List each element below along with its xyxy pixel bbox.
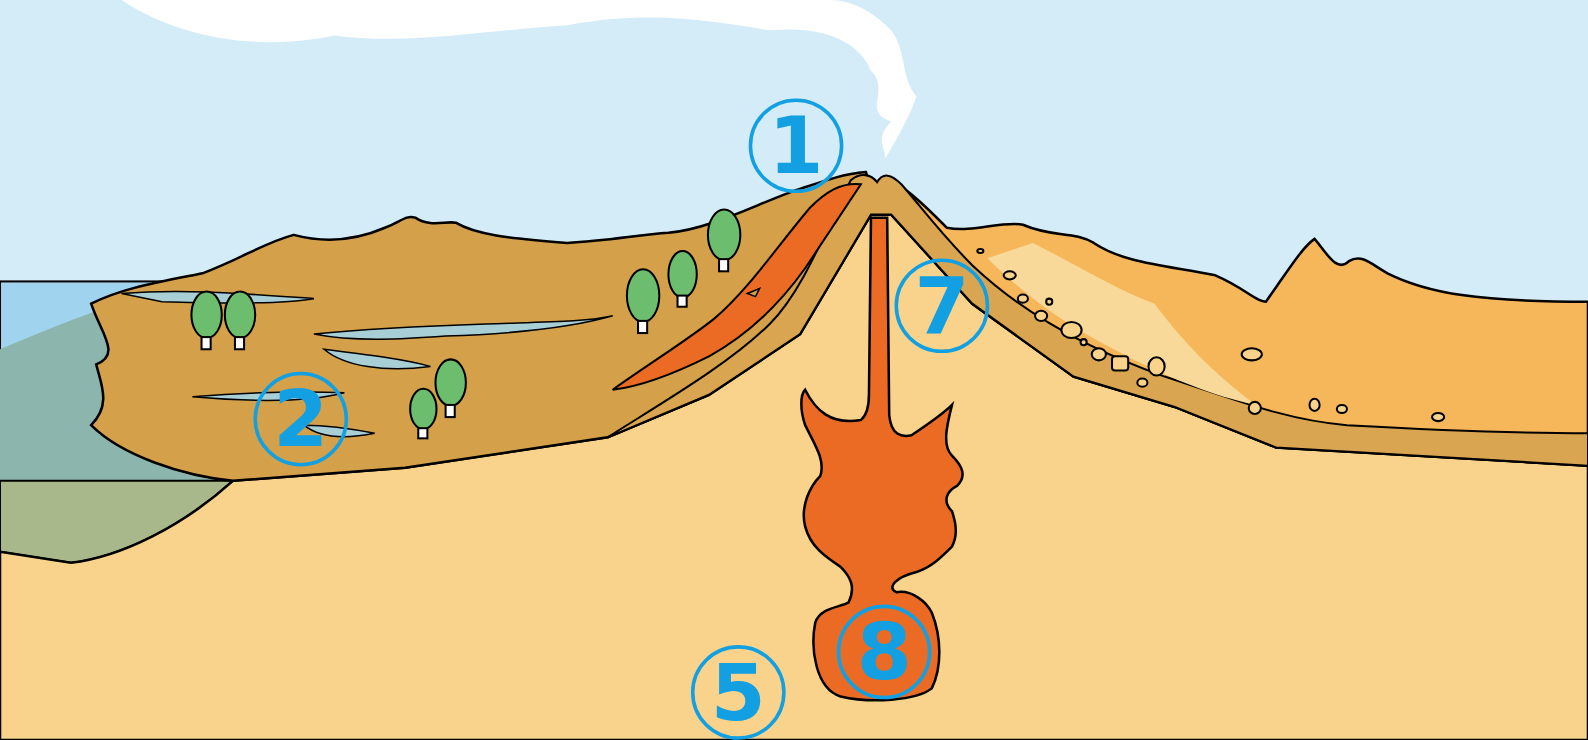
callout-circle: 7 (894, 258, 989, 353)
lake-channels (122, 291, 613, 436)
callout-circle: 8 (837, 604, 932, 699)
left-slope (91, 172, 879, 481)
callout-circle: 5 (691, 645, 786, 740)
callout-number: 8 (837, 604, 932, 699)
volcanic-rocks (977, 249, 1444, 421)
lava-flow (613, 184, 861, 390)
callout-number: 7 (894, 258, 989, 353)
callout-number: 2 (253, 372, 348, 467)
lava-island (747, 289, 759, 297)
ash-deposit (987, 243, 1255, 405)
callout-number: 5 (691, 645, 786, 740)
volcano-cone (608, 175, 1588, 466)
callout-number: 1 (748, 98, 843, 193)
callout-circle: 2 (253, 372, 348, 467)
callout-circle: 1 (748, 98, 843, 193)
